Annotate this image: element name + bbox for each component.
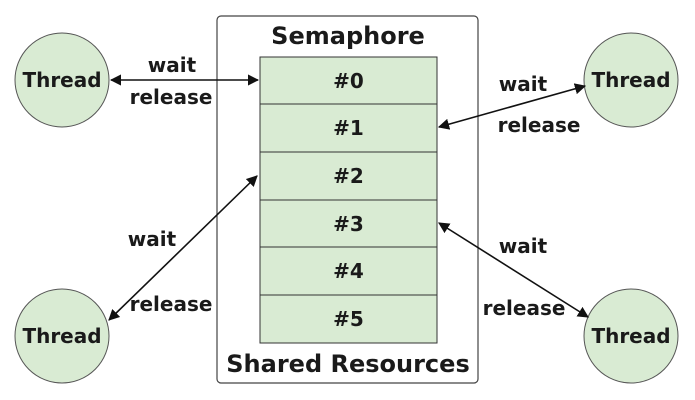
slot-2 (259, 151, 438, 201)
slot-2-label: #2 (333, 164, 364, 188)
semaphore-footer: Shared Resources (226, 350, 469, 378)
thread-bottom-right-circle (583, 288, 679, 384)
slot-5-label: #5 (333, 307, 364, 331)
semaphore-title: Semaphore (271, 22, 425, 50)
slot-stack: #0 #1 #2 #3 #4 #5 (259, 56, 438, 344)
bottom-right-release-label: release (483, 296, 566, 320)
thread-bottom-left-circle (14, 288, 110, 384)
bottom-left-release-label: release (130, 292, 213, 316)
thread-top-left-circle (14, 32, 110, 128)
thread-top-left: Thread (14, 32, 110, 128)
bottom-right-wait-label: wait (499, 234, 548, 258)
slot-0-label: #0 (333, 69, 364, 93)
slot-3-label: #3 (333, 212, 364, 236)
thread-bottom-left: Thread (14, 288, 110, 384)
thread-top-left-label: Thread (22, 68, 101, 92)
top-right-wait-label: wait (499, 72, 548, 96)
slot-5 (259, 294, 438, 344)
top-right-release-label: release (498, 113, 581, 137)
slot-1 (259, 103, 438, 153)
slot-4-label: #4 (333, 259, 364, 283)
thread-top-right: Thread (583, 32, 679, 128)
arrow-bottom-left (108, 175, 258, 321)
thread-top-right-circle (583, 32, 679, 128)
thread-bottom-right-label: Thread (591, 324, 670, 348)
arrow-top-right (437, 83, 587, 130)
top-left-wait-label: wait (148, 53, 197, 77)
slot-0 (259, 56, 438, 105)
arrow-bottom-right (438, 222, 589, 318)
slot-1-label: #1 (333, 116, 364, 140)
top-left-release-label: release (130, 85, 213, 109)
thread-bottom-right: Thread (583, 288, 679, 384)
thread-top-right-label: Thread (591, 68, 670, 92)
bottom-left-wait-label: wait (128, 227, 177, 251)
thread-bottom-left-label: Thread (22, 324, 101, 348)
